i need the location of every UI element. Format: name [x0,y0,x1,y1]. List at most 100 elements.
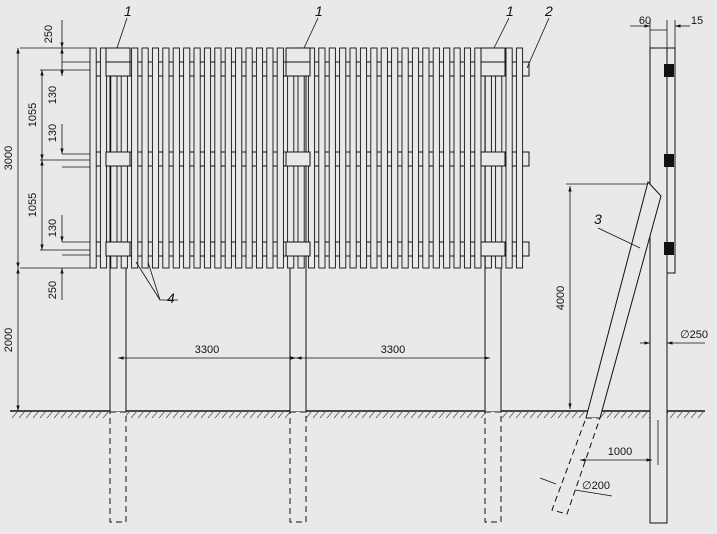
picket [276,47,284,269]
post-underground-2 [289,411,307,523]
hatch-stroke [319,410,327,419]
hatch-stroke [144,410,152,419]
dim-brace-diameter: ∅200 [582,480,610,492]
hatch-stroke [431,410,439,419]
picket [474,47,482,269]
joint [105,151,131,167]
hatch-stroke [599,410,607,419]
hatch-stroke [67,410,75,419]
hatch-stroke [186,410,194,419]
hatch-stroke [445,410,453,419]
picket [183,47,191,269]
picket [515,47,524,269]
picket [172,47,180,269]
callout-picket: 4 [167,290,175,306]
hatch-stroke [410,410,418,419]
hatch-stroke [340,410,348,419]
dim-top-rail-offset: 250 [43,25,55,43]
dim-rail-height-3: 130 [47,219,59,237]
picket [422,47,430,269]
picket [359,47,368,269]
post-underground-3 [484,411,502,523]
picket [453,47,461,269]
hatch-stroke [277,410,285,419]
dim-post-diameter: ∅250 [680,329,708,341]
dim-brace-offset: 1000 [608,446,632,458]
hatch-stroke [466,410,474,419]
hatch-stroke [256,410,264,419]
hatch-stroke [690,410,698,419]
hatch-stroke [564,410,572,419]
picket [505,47,513,269]
hatch-stroke [543,410,551,419]
dim-post-depth-width: 60 [639,15,651,27]
hatch-stroke [221,410,229,419]
hatch-stroke [417,410,425,419]
joint [285,241,311,257]
picket [411,47,420,269]
dimension-lines [16,17,705,497]
picket [141,47,149,269]
picket [380,47,388,269]
hatch-stroke [473,410,481,419]
dim-span-left: 3300 [195,344,219,356]
dim-rail-spacing-lower: 1055 [27,193,39,217]
dimension-labels: 250 130 1055 130 3000 1055 130 250 2000 … [3,15,708,492]
picket [443,47,451,269]
picket [266,47,274,269]
callout-post-1: 1 [124,3,132,19]
picket [214,47,222,269]
hatch-stroke [459,410,467,419]
hatch-stroke [74,410,82,419]
callout-rail-end: 2 [544,3,553,19]
picket [432,47,440,269]
dim-clearance: 2000 [3,328,15,352]
hatch-stroke [172,410,180,419]
hatch-stroke [207,410,215,419]
hatch-stroke [333,410,341,419]
picket [349,47,357,269]
hatch-stroke [536,410,544,419]
hatch-stroke [137,410,145,419]
hatch-stroke [60,410,68,419]
picket [255,47,264,269]
side-rail-bottom [664,242,674,255]
callout-labels: 1 1 1 2 3 4 [124,3,602,306]
hatch-stroke [424,410,432,419]
dim-picket-thickness: 15 [691,15,703,27]
joint [480,241,506,257]
hatch-stroke [501,410,509,419]
picket [89,47,97,269]
joint [285,151,311,167]
hatch-stroke [179,410,187,419]
picket [370,47,378,269]
picket [203,47,212,269]
hatch-stroke [354,410,362,419]
hatch-stroke [242,410,250,419]
hatch-stroke [522,410,530,419]
hatch-stroke [53,410,61,419]
hatch-stroke [130,410,138,419]
hatch-stroke [249,410,257,419]
rail-post-joints [105,47,506,257]
side-rail-top [664,64,674,77]
hatch-stroke [382,410,390,419]
joint [480,61,506,77]
hatch-stroke [697,410,705,419]
hatch-stroke [39,410,47,419]
hatch-stroke [550,410,558,419]
hatch-stroke [515,410,523,419]
picket [318,47,326,269]
picket [151,47,160,269]
picket [401,47,409,269]
hatch-stroke [627,410,635,419]
picket [245,47,253,269]
hatch-stroke [102,410,110,419]
hatch-stroke [620,410,628,419]
hatch-stroke [32,410,40,419]
picket [328,47,336,269]
hatch-stroke [676,410,684,419]
side-post [649,47,668,524]
